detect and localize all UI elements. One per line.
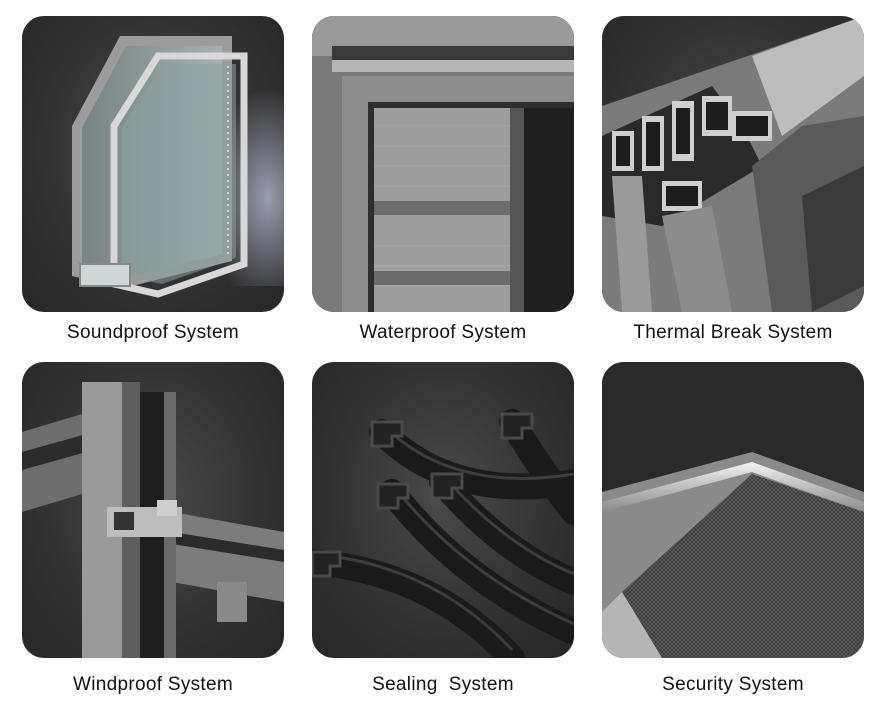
waterproof-system-caption: Waterproof System [359,322,527,343]
curtain-wall-mullion-icon [22,382,284,658]
double-glazed-glass-icon [72,36,284,298]
rubber-gasket-strips-icon [312,409,574,658]
security-mesh-screen-icon [602,362,864,658]
window-frame-mesh-icon [312,16,574,312]
security-system-image [602,362,864,658]
soundproof-system-caption: Soundproof System [67,322,239,343]
aluminum-profile-section-icon [602,16,864,312]
soundproof-system-image [22,16,284,312]
windproof-system-caption: Windproof System [72,674,234,695]
waterproof-system-image [312,16,574,312]
sealing-system-image [312,362,574,658]
thermal-break-system-image [602,16,864,312]
sealing-system-caption: Sealing System [372,674,514,695]
thermal-break-system-caption: Thermal Break System [633,322,833,343]
windproof-system-image [22,362,284,658]
security-system-caption: Security System [662,674,804,695]
